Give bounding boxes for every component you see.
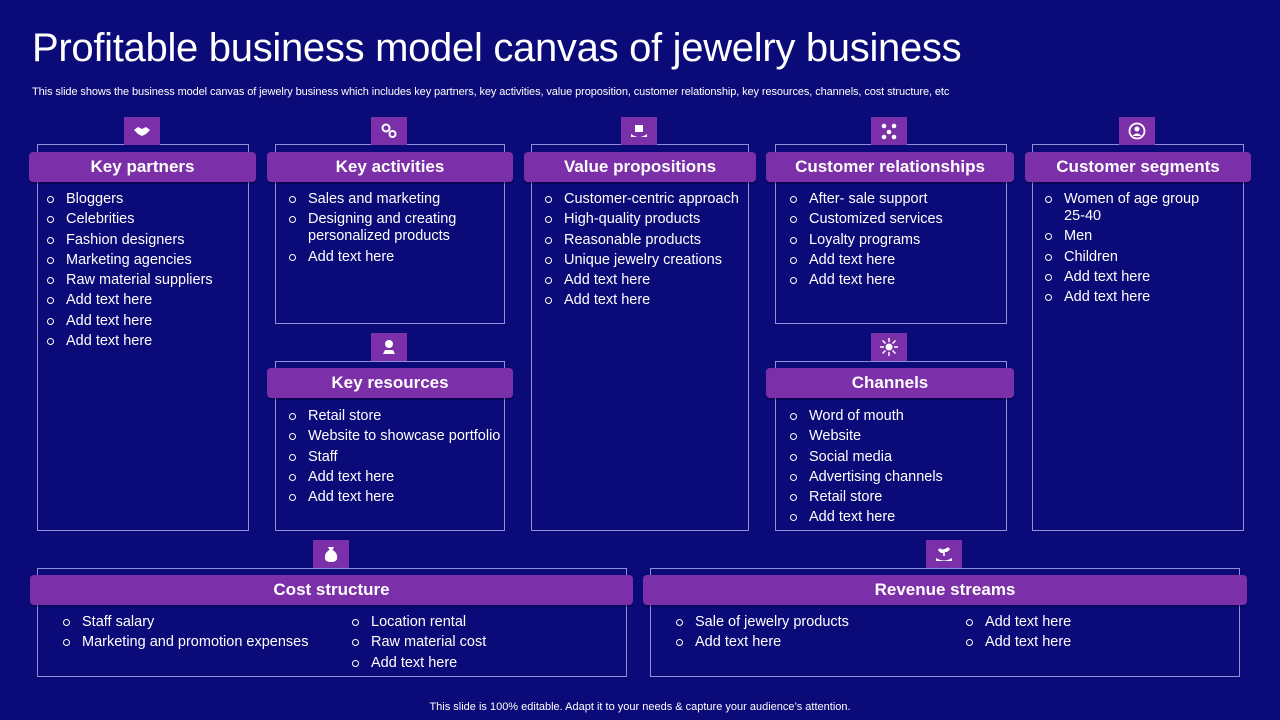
cost-structure-list-right: Location rental Raw material cost Add te…: [349, 614, 609, 675]
plant-money-icon: [926, 540, 962, 568]
list-item: Add text here: [286, 469, 501, 486]
list-item: Website to showcase portfolio: [286, 428, 501, 445]
list-item: Add text here: [1042, 269, 1217, 286]
list-item: Fashion designers: [44, 232, 244, 249]
key-partners-header: Key partners: [29, 152, 256, 182]
list-item: Sales and marketing: [286, 191, 501, 208]
list-item: Staff salary: [60, 614, 330, 631]
customer-relationships-list: After- sale support Customized services …: [787, 191, 1002, 292]
list-item: Reasonable products: [542, 232, 747, 249]
gift-hand-icon: [621, 117, 657, 145]
customer-segments-header: Customer segments: [1025, 152, 1251, 182]
list-item: Add text here: [286, 249, 501, 266]
list-item: Sale of jewelry products: [673, 614, 943, 631]
list-item: Designing and creating personalized prod…: [286, 211, 501, 245]
customer-segments-list: Women of age group 25-40 Men Children Ad…: [1042, 191, 1217, 309]
list-item: Staff: [286, 449, 501, 466]
list-item: Customized services: [787, 211, 1002, 228]
list-item: Add text here: [542, 272, 747, 289]
list-item: Add text here: [787, 272, 1002, 289]
list-item: Location rental: [349, 614, 609, 631]
list-item: Social media: [787, 449, 1002, 466]
key-activities-header: Key activities: [267, 152, 513, 182]
list-item: After- sale support: [787, 191, 1002, 208]
revenue-streams-box: [650, 568, 1240, 677]
list-item: Bloggers: [44, 191, 244, 208]
customer-group-icon: [1119, 117, 1155, 145]
slide-subtitle: This slide shows the business model canv…: [32, 86, 950, 98]
list-item: Unique jewelry creations: [542, 252, 747, 269]
money-bag-icon: [313, 540, 349, 568]
gears-icon: [371, 117, 407, 145]
channels-box: [775, 361, 1007, 531]
value-propositions-list: Customer-centric approach High-quality p…: [542, 191, 747, 313]
list-item: Add text here: [349, 655, 609, 672]
list-item: Add text here: [44, 292, 244, 309]
list-item: Add text here: [787, 252, 1002, 269]
list-item: Celebrities: [44, 211, 244, 228]
revenue-streams-list-right: Add text here Add text here: [963, 614, 1223, 655]
key-partners-list: Bloggers Celebrities Fashion designers M…: [44, 191, 244, 353]
key-resources-list: Retail store Website to showcase portfol…: [286, 408, 501, 509]
channels-list: Word of mouth Website Social media Adver…: [787, 408, 1002, 530]
slide-title: Profitable business model canvas of jewe…: [32, 26, 962, 70]
list-item: Retail store: [286, 408, 501, 425]
list-item: Website: [787, 428, 1002, 445]
money-hand-icon: [371, 333, 407, 361]
handshake-icon: [124, 117, 160, 145]
list-item: Add text here: [963, 634, 1223, 651]
revenue-streams-list-left: Sale of jewelry products Add text here: [673, 614, 943, 655]
people-network-icon: [871, 117, 907, 145]
list-item: Marketing and promotion expenses: [60, 634, 330, 651]
channels-header: Channels: [766, 368, 1014, 398]
list-item: Add text here: [787, 509, 1002, 526]
list-item: Advertising channels: [787, 469, 1002, 486]
cost-structure-box: [37, 568, 627, 677]
cost-structure-header: Cost structure: [30, 575, 633, 605]
list-item: Add text here: [44, 313, 244, 330]
list-item: Add text here: [963, 614, 1223, 631]
list-item: Customer-centric approach: [542, 191, 747, 208]
list-item: Children: [1042, 249, 1217, 266]
revenue-streams-header: Revenue streams: [643, 575, 1247, 605]
slide-footer: This slide is 100% editable. Adapt it to…: [429, 701, 851, 713]
network-hub-icon: [871, 333, 907, 361]
list-item: Marketing agencies: [44, 252, 244, 269]
key-resources-box: [275, 361, 505, 531]
list-item: High-quality products: [542, 211, 747, 228]
value-propositions-header: Value propositions: [524, 152, 756, 182]
list-item: Women of age group 25-40: [1042, 191, 1217, 225]
list-item: Add text here: [44, 333, 244, 350]
list-item: Retail store: [787, 489, 1002, 506]
list-item: Loyalty programs: [787, 232, 1002, 249]
cost-structure-list-left: Staff salary Marketing and promotion exp…: [60, 614, 330, 655]
list-item: Add text here: [1042, 289, 1217, 306]
list-item: Add text here: [286, 489, 501, 506]
list-item: Men: [1042, 228, 1217, 245]
key-resources-header: Key resources: [267, 368, 513, 398]
customer-relationships-header: Customer relationships: [766, 152, 1014, 182]
list-item: Add text here: [673, 634, 943, 651]
list-item: Add text here: [542, 292, 747, 309]
list-item: Raw material cost: [349, 634, 609, 651]
key-activities-list: Sales and marketing Designing and creati…: [286, 191, 501, 269]
list-item: Word of mouth: [787, 408, 1002, 425]
list-item: Raw material suppliers: [44, 272, 244, 289]
